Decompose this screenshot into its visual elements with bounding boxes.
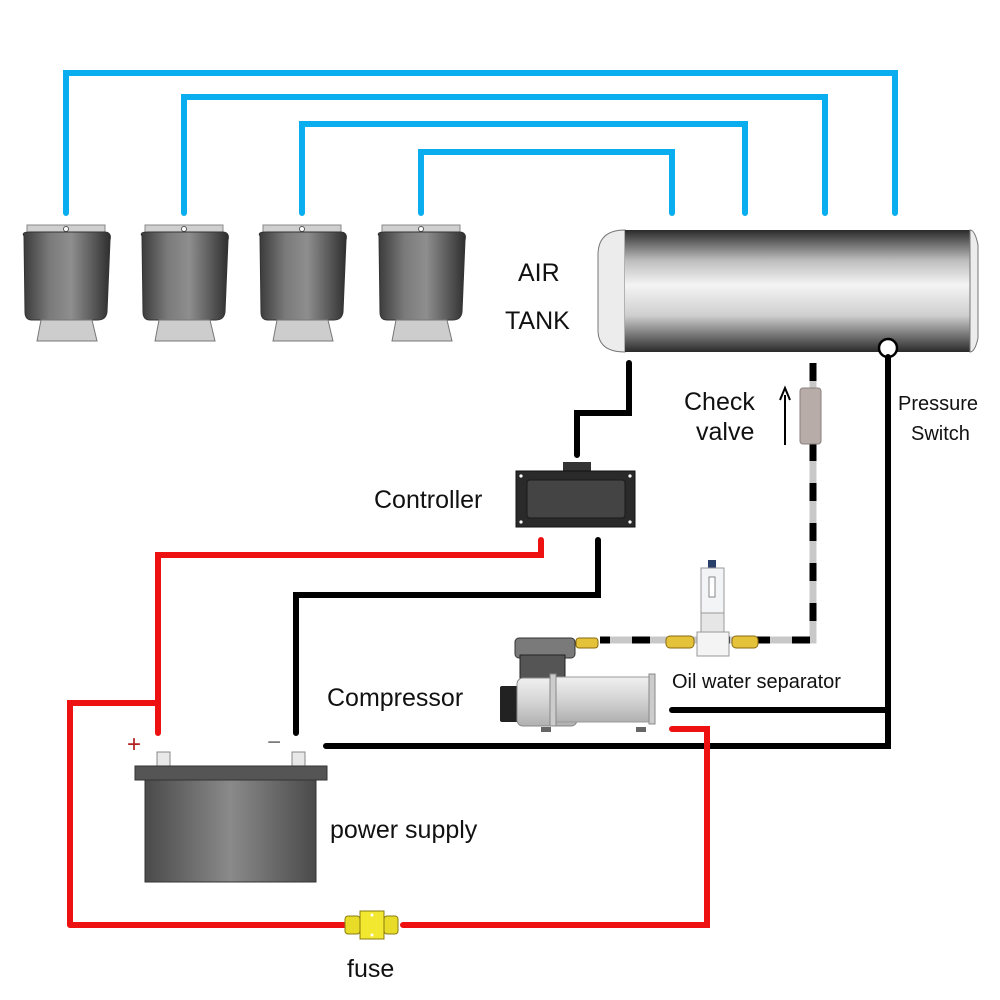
- air-spring-4: [377, 224, 466, 342]
- battery: [134, 751, 328, 883]
- air-hose-1: [63, 70, 898, 216]
- wire-fuse-loop: [67, 700, 710, 928]
- wire-controller-positive: [155, 537, 544, 736]
- pressure-switch-label-line1: Pressure: [898, 393, 978, 415]
- controller: [515, 462, 636, 528]
- compressor: [500, 637, 656, 732]
- air-hose-3: [299, 121, 748, 216]
- compressor-label: Compressor: [327, 684, 463, 712]
- air-hose-4: [418, 149, 675, 216]
- wire-pressure-switch: [323, 354, 891, 749]
- air-tank-label-line1: AIR: [518, 259, 560, 287]
- battery-negative-label: −: [267, 729, 281, 756]
- air-springs: [22, 224, 466, 342]
- air-hoses: [63, 70, 898, 216]
- air-tank-label-line2: TANK: [505, 307, 570, 335]
- oil-water-separator: [665, 560, 759, 657]
- wire-tank-to-controller: [574, 360, 632, 458]
- oil-water-separator-label: Oil water separator: [672, 671, 841, 693]
- air-tank: [597, 229, 979, 353]
- check-valve-label-line2: valve: [696, 418, 754, 446]
- power-supply-label: power supply: [330, 816, 478, 844]
- wire-controller-to-battery-negative: [293, 537, 601, 736]
- pressure-switch-label-line2: Switch: [911, 423, 970, 445]
- air-spring-1: [22, 224, 111, 342]
- battery-positive-label: +: [127, 731, 141, 758]
- fuse: [344, 910, 399, 940]
- air-spring-2: [140, 224, 229, 342]
- air-hose-2: [181, 94, 828, 216]
- fuse-label: fuse: [347, 955, 394, 983]
- check-valve: [799, 387, 822, 445]
- check-valve-label-line1: Check: [684, 388, 755, 416]
- controller-label: Controller: [374, 486, 482, 514]
- air-spring-3: [258, 224, 347, 342]
- flow-arrow-icon: [779, 385, 791, 445]
